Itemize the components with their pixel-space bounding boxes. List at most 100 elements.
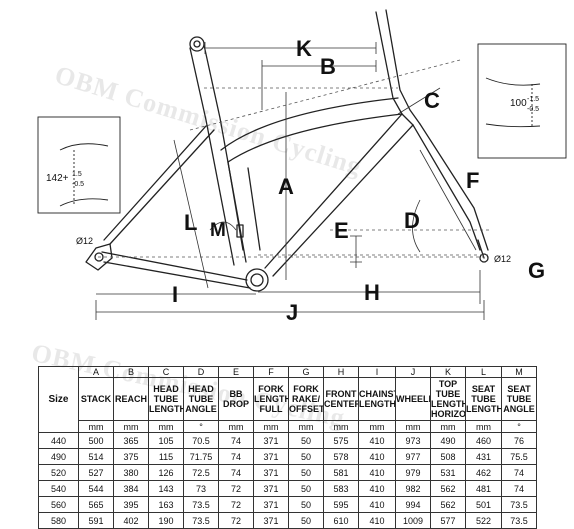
- value-cell: 73.5: [183, 512, 219, 529]
- size-cell: 440: [38, 432, 79, 449]
- value-cell: 977: [395, 448, 431, 465]
- label-a: A: [278, 174, 294, 199]
- seatstay: [103, 125, 215, 245]
- head-tube: [375, 9, 421, 126]
- value-cell: 50: [288, 496, 324, 513]
- value-cell: 50: [288, 448, 324, 465]
- bottom-bracket: [245, 268, 269, 292]
- column-header: HEAD TUBE ANGLE: [183, 377, 219, 421]
- column-letter: J: [395, 366, 431, 378]
- size-cell: 520: [38, 464, 79, 481]
- chainstay: [101, 251, 251, 289]
- value-cell: 50: [288, 480, 324, 497]
- value-cell: 74: [218, 432, 254, 449]
- value-cell: 591: [78, 512, 114, 529]
- value-cell: 994: [395, 496, 431, 513]
- column-header: CHAINSTAY LENGTH: [358, 377, 396, 421]
- column-letter: K: [430, 366, 466, 378]
- value-cell: 490: [430, 432, 466, 449]
- value-cell: 75.5: [501, 448, 537, 465]
- value-cell: 71.75: [183, 448, 219, 465]
- right-inset-dimension: 100: [510, 98, 527, 109]
- seat-clamp: [189, 36, 205, 52]
- label-l: L: [184, 210, 197, 235]
- dropout-right-label: Ø12: [494, 254, 511, 264]
- value-cell: 74: [218, 448, 254, 465]
- column-unit: mm: [78, 420, 114, 433]
- size-cell: 540: [38, 480, 79, 497]
- size-header: Size: [38, 366, 79, 433]
- value-cell: 371: [253, 432, 289, 449]
- left-detail-inset: [37, 116, 121, 214]
- value-cell: 578: [323, 448, 359, 465]
- front-dropout: [479, 253, 489, 263]
- value-cell: 410: [358, 448, 396, 465]
- value-cell: 50: [288, 432, 324, 449]
- value-cell: 50: [288, 512, 324, 529]
- value-cell: 410: [358, 432, 396, 449]
- column-header: REACH: [113, 377, 149, 421]
- value-cell: 410: [358, 512, 396, 529]
- value-cell: 73: [183, 480, 219, 497]
- value-cell: 375: [113, 448, 149, 465]
- value-cell: 365: [113, 432, 149, 449]
- column-unit: °: [183, 420, 219, 433]
- label-b: B: [320, 54, 336, 79]
- column-letter: D: [183, 366, 219, 378]
- left-inset-dimension-sup: 1.5: [72, 171, 82, 178]
- size-cell: 580: [38, 512, 79, 529]
- right-inset-dimension-sub: -0.5: [527, 106, 539, 113]
- column-unit: mm: [395, 420, 431, 433]
- value-cell: 163: [148, 496, 184, 513]
- column-letter: L: [465, 366, 502, 378]
- column-letter: H: [323, 366, 359, 378]
- column-unit: mm: [218, 420, 254, 433]
- value-cell: 979: [395, 464, 431, 481]
- value-cell: 72: [218, 512, 254, 529]
- value-cell: 105: [148, 432, 184, 449]
- value-cell: 562: [430, 480, 466, 497]
- column-letter: I: [358, 366, 396, 378]
- dropout-left-label: Ø12: [76, 236, 93, 246]
- value-cell: 371: [253, 496, 289, 513]
- value-cell: 371: [253, 464, 289, 481]
- column-header: WHEELBASE: [395, 377, 431, 421]
- column-unit: mm: [465, 420, 502, 433]
- column-header: HEAD TUBE LENGTH: [148, 377, 184, 421]
- column-header: FORK RAKE/ OFFSET: [288, 377, 324, 421]
- value-cell: 531: [430, 464, 466, 481]
- label-c: C: [424, 88, 440, 113]
- value-cell: 610: [323, 512, 359, 529]
- label-d: D: [404, 208, 420, 233]
- value-cell: 395: [113, 496, 149, 513]
- value-cell: 72.5: [183, 464, 219, 481]
- label-k: K: [296, 36, 312, 61]
- value-cell: 508: [430, 448, 466, 465]
- size-cell: 490: [38, 448, 79, 465]
- column-unit: °: [501, 420, 537, 433]
- column-header: STACK: [78, 377, 114, 421]
- column-header: SEAT TUBE LENGTH: [465, 377, 502, 421]
- value-cell: 371: [253, 448, 289, 465]
- value-cell: 402: [113, 512, 149, 529]
- column-unit: mm: [323, 420, 359, 433]
- value-cell: 50: [288, 464, 324, 481]
- column-letter: F: [253, 366, 289, 378]
- column-letter: E: [218, 366, 254, 378]
- column-header: SEAT TUBE ANGLE: [501, 377, 537, 421]
- value-cell: 1009: [395, 512, 431, 529]
- column-letter: M: [501, 366, 537, 378]
- value-cell: 577: [430, 512, 466, 529]
- frame-geometry-diagram: K B C A F L M E D I H J G Ø12 Ø12 142+ 1…: [37, 9, 567, 325]
- value-cell: 72: [218, 496, 254, 513]
- column-unit: mm: [288, 420, 324, 433]
- value-cell: 380: [113, 464, 149, 481]
- value-cell: 527: [78, 464, 114, 481]
- column-unit: mm: [253, 420, 289, 433]
- value-cell: 76: [501, 432, 537, 449]
